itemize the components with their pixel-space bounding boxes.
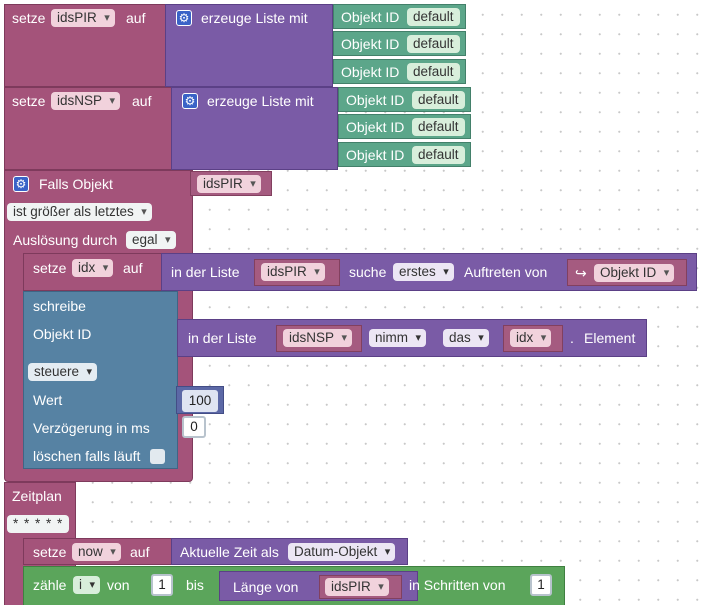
variable-dropdown-idsnsp[interactable]: idsNSP: [51, 92, 121, 110]
object-id-label: Objekt ID: [346, 147, 405, 163]
to-label: auf: [126, 10, 146, 26]
return-icon: ↪: [575, 265, 587, 281]
object-id-value[interactable]: default: [412, 146, 465, 164]
step-label: in Schritten von: [409, 577, 506, 593]
variable-dropdown-idspir[interactable]: idsPIR: [51, 9, 115, 27]
set-idx-block[interactable]: setze idx auf: [23, 253, 163, 291]
object-id-value[interactable]: default: [412, 91, 465, 109]
value-number-block[interactable]: 100: [176, 386, 224, 414]
variable-dropdown-idx[interactable]: idx: [510, 329, 552, 347]
create-list-label: erzeuge Liste mit: [201, 10, 308, 26]
object-id-value[interactable]: default: [407, 35, 460, 53]
object-id-value[interactable]: default: [412, 118, 465, 136]
set-now-block[interactable]: setze now auf: [23, 538, 176, 565]
triggered-by-dropdown[interactable]: egal: [126, 231, 176, 249]
object-id-label: Objekt ID: [341, 64, 400, 80]
object-id-label: Objekt ID: [341, 9, 400, 25]
list-var-block[interactable]: idsPIR: [254, 259, 340, 286]
set-idsnsp-block[interactable]: setze idsNSP auf: [4, 87, 174, 170]
list-var-block[interactable]: idsNSP: [276, 325, 362, 352]
value-label: Wert: [33, 392, 63, 408]
index-var-block[interactable]: idx: [503, 325, 563, 352]
condition-dropdown[interactable]: ist größer als letztes: [7, 203, 152, 221]
to-label: auf: [130, 544, 150, 560]
current-time-label: Aktuelle Zeit als: [180, 544, 279, 560]
object-id-label: Objekt ID: [346, 92, 405, 108]
object-id-block[interactable]: Objekt ID default: [333, 59, 466, 84]
write-label: schreibe: [33, 298, 86, 314]
create-list-block[interactable]: ⚙ erzeuge Liste mit: [171, 87, 338, 170]
find-label: suche: [349, 264, 387, 280]
current-time-block[interactable]: Aktuelle Zeit als Datum-Objekt: [171, 538, 408, 565]
write-block[interactable]: schreibe Objekt ID steuere Wert Verzöger…: [23, 291, 178, 469]
object-id-block[interactable]: Objekt ID default: [338, 87, 471, 112]
variable-dropdown-idspir[interactable]: idsPIR: [197, 175, 261, 193]
find-in-list-block[interactable]: in der Liste idsPIR suche erstes Auftret…: [161, 253, 697, 291]
object-id-return-block[interactable]: ↪ Objekt ID: [567, 259, 687, 286]
triggered-by-label: Auslösung durch: [13, 232, 118, 248]
time-format-dropdown[interactable]: Datum-Objekt: [288, 543, 396, 561]
length-label: Länge von: [233, 579, 299, 595]
element-label: Element: [584, 330, 636, 346]
gear-icon[interactable]: ⚙: [176, 10, 192, 26]
in-list-label: in der Liste: [171, 264, 240, 280]
count-label: zähle: [33, 577, 67, 593]
create-list-label: erzeuge Liste mit: [207, 93, 314, 109]
gear-icon[interactable]: ⚙: [13, 176, 29, 192]
cron-field[interactable]: * * * * *: [7, 515, 70, 533]
set-label: setze: [33, 260, 67, 276]
object-id-value[interactable]: default: [407, 63, 460, 81]
set-label: setze: [12, 93, 46, 109]
from-input[interactable]: 1: [151, 574, 173, 596]
list-length-block[interactable]: Länge von idsPIR: [219, 571, 418, 601]
object-id-block[interactable]: Objekt ID default: [333, 31, 466, 56]
to-label: auf: [132, 93, 152, 109]
trigger-object-var-block[interactable]: idsPIR: [190, 171, 272, 196]
trigger-label: Falls Objekt: [39, 176, 113, 192]
control-dropdown[interactable]: steuere: [28, 363, 98, 381]
object-id-block[interactable]: Objekt ID default: [333, 4, 466, 29]
step-input[interactable]: 1: [530, 574, 552, 596]
variable-dropdown-idspir[interactable]: idsPIR: [261, 263, 325, 281]
clear-if-running-checkbox[interactable]: [150, 449, 165, 464]
clear-if-running-label: löschen falls läuft: [33, 448, 141, 464]
variable-dropdown-idsnsp[interactable]: idsNSP: [283, 329, 353, 347]
list-var-block[interactable]: idsPIR: [319, 575, 402, 599]
gear-icon[interactable]: ⚙: [182, 93, 198, 109]
set-idspir-block[interactable]: setze idsPIR auf: [4, 4, 168, 87]
get-from-list-block[interactable]: in der Liste idsNSP nimm das idx . Eleme…: [177, 319, 647, 357]
object-id-block[interactable]: Objekt ID default: [338, 114, 471, 139]
loop-var-dropdown[interactable]: i: [73, 576, 100, 594]
in-list-label: in der Liste: [188, 330, 257, 346]
schedule-label: Zeitplan: [12, 488, 62, 504]
count-loop-block[interactable]: zähle i von 1 bis Länge von idsPIR in Sc…: [23, 566, 565, 605]
find-mode-dropdown[interactable]: erstes: [393, 263, 454, 281]
mode-dropdown[interactable]: das: [443, 329, 489, 347]
variable-dropdown-now[interactable]: now: [72, 543, 121, 561]
occurrence-label: Auftreten von: [464, 264, 548, 280]
object-id-value[interactable]: default: [407, 8, 460, 26]
object-id-dropdown[interactable]: Objekt ID: [594, 264, 675, 282]
delay-label: Verzögerung in ms: [33, 420, 150, 436]
variable-dropdown-idspir[interactable]: idsPIR: [325, 578, 389, 596]
from-label: von: [107, 577, 130, 593]
dot-label: .: [570, 330, 574, 346]
value-input[interactable]: 100: [182, 390, 218, 412]
create-list-block[interactable]: ⚙ erzeuge Liste mit: [165, 4, 333, 87]
to-label: auf: [123, 260, 143, 276]
object-id-label: Objekt ID: [33, 326, 92, 342]
delay-input[interactable]: 0: [182, 416, 206, 438]
take-dropdown[interactable]: nimm: [369, 329, 426, 347]
variable-dropdown-idx[interactable]: idx: [72, 259, 114, 277]
object-id-label: Objekt ID: [346, 119, 405, 135]
set-label: setze: [12, 10, 46, 26]
to-label: bis: [186, 577, 204, 593]
object-id-block[interactable]: Objekt ID default: [338, 142, 471, 167]
set-label: setze: [33, 544, 67, 560]
object-id-label: Objekt ID: [341, 36, 400, 52]
